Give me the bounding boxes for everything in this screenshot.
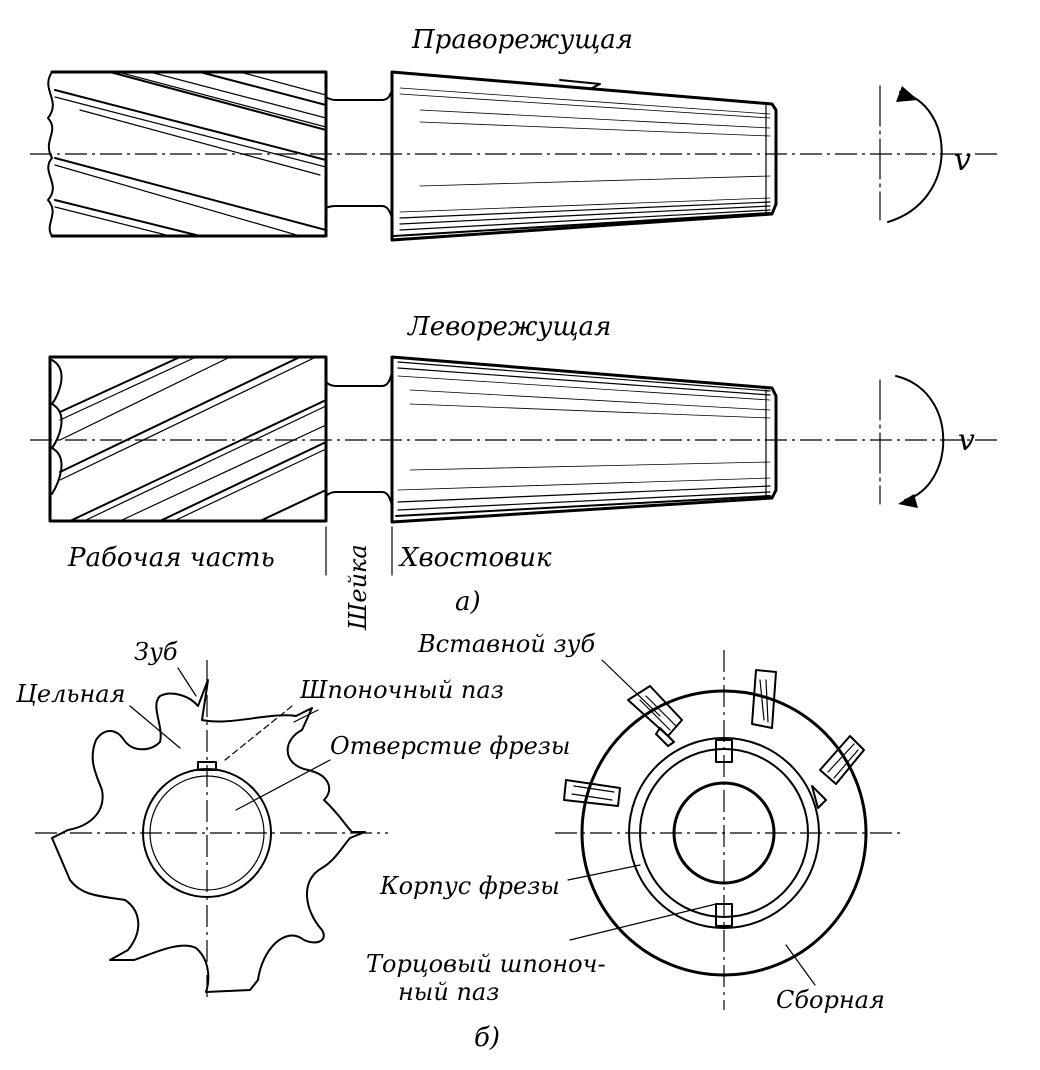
label-solid: Цельная: [15, 680, 126, 708]
label-end-key-slot-line2: ный паз: [398, 978, 499, 1006]
label-sub-b: б): [474, 1023, 500, 1053]
inserted-tooth-4: [563, 779, 621, 807]
inserted-tooth-1: [627, 685, 683, 737]
solid-cutter: [35, 660, 388, 1000]
label-velocity-bottom: v: [958, 423, 975, 458]
inserted-tooth-3: [819, 735, 865, 785]
label-inserted-tooth: Вставной зуб: [417, 630, 595, 658]
right-cutting-cutter: [30, 70, 1000, 242]
label-neck: Шейка: [344, 544, 372, 631]
label-cutter-hole: Отверстие фрезы: [330, 732, 570, 760]
label-sub-a: а): [455, 587, 481, 617]
shank-bottom: [390, 355, 778, 524]
working-part-top: [47, 70, 328, 238]
label-shank: Хвостовик: [398, 543, 552, 573]
neck-bottom: [325, 371, 393, 507]
working-part-bottom: [48, 355, 328, 523]
label-key-slot: Шпоночный паз: [299, 676, 504, 704]
label-cutter-body: Корпус фрезы: [379, 872, 560, 900]
left-cutting-cutter: [30, 355, 1000, 576]
inserted-tooth-2: [751, 669, 777, 729]
assembled-cutter: [555, 650, 905, 1010]
label-tooth: Зуб: [134, 638, 178, 666]
label-velocity-top: v: [954, 143, 971, 178]
label-end-key-slot-line1: Торцовый шпоноч-: [366, 950, 606, 978]
label-assembled: Сборная: [776, 986, 885, 1014]
leader-lines: [129, 659, 816, 986]
neck-top: [325, 89, 393, 219]
label-right-cutting: Праворежущая: [411, 25, 633, 55]
shank-top: [390, 70, 778, 242]
rotation-arrow-icon: [879, 375, 945, 508]
label-left-cutting: Леворежущая: [406, 312, 611, 342]
label-working-part: Рабочая часть: [67, 543, 275, 573]
rotation-arrow-icon: [879, 85, 943, 223]
